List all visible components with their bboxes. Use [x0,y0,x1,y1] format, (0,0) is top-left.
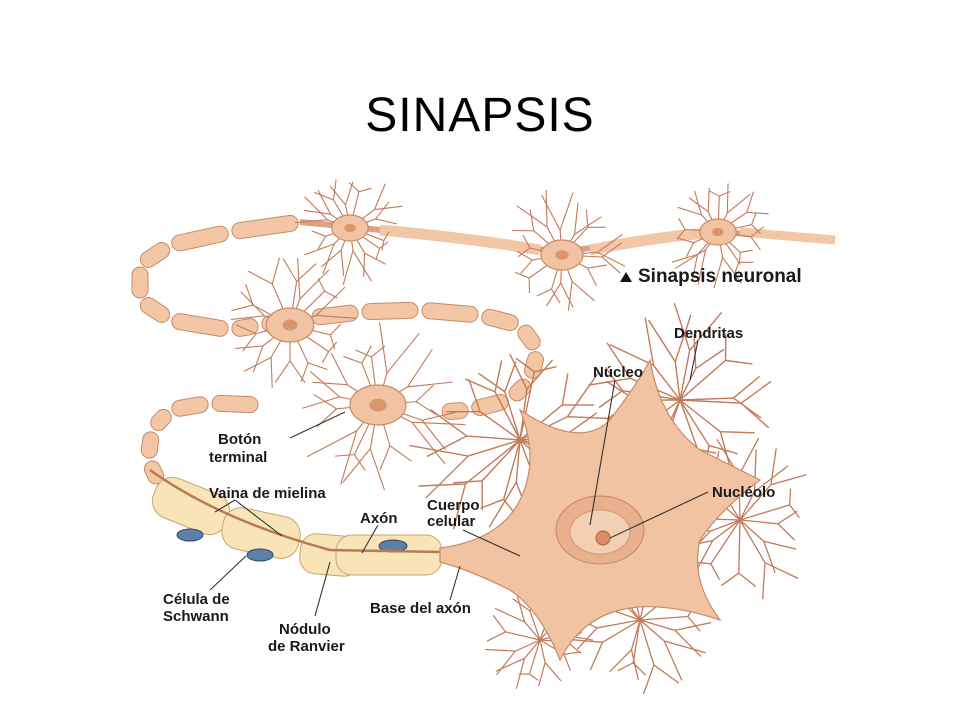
label-sinapsis-neuronal: Sinapsis neuronal [638,266,802,287]
label-cuerpo-1: Cuerpo [427,497,480,514]
myelin-segment [139,297,171,323]
large-neuron [409,302,807,695]
label-axon: Axón [360,510,398,527]
label-boton-2: terminal [209,449,267,466]
label-celula-1: Célula de [163,591,230,608]
myelin-segment [471,393,509,417]
myelin-segment [481,308,519,332]
label-leaders [209,339,709,617]
schwann-cell-nucleus [176,528,204,542]
myelin-segment [517,324,541,351]
myelin-segment [361,301,419,321]
label-nucleo: Núcleo [593,364,643,381]
myelin-segment [211,394,259,414]
myelin-segment [171,313,229,337]
label-cuerpo-2: celular [427,513,476,530]
nucleolus [595,530,611,546]
myelin-sheath [149,468,443,577]
label-nodulo-2: de Ranvier [268,638,345,655]
label-celula-2: Schwann [163,608,229,625]
label-nucleolo: Nucléolo [712,484,775,501]
triangle-marker-icon [620,272,632,282]
myelin-segment [171,396,209,417]
myelin-segment [150,408,172,432]
sinapsis-neuronal-caption: Sinapsis neuronal [620,266,802,287]
myelin-segment [524,351,544,379]
myelin-segment [139,242,171,268]
myelin-segment [421,302,479,323]
small-neurons [230,179,769,491]
label-vaina: Vaina de mielina [209,485,326,502]
myelin-segment [171,225,229,252]
schwann-cell-nucleus [246,548,274,562]
label-base-axon: Base del axón [370,600,471,617]
myelin-segment [231,214,299,240]
myelin-segment [140,431,160,459]
slide-title: SINAPSIS [365,89,595,142]
label-nodulo-1: Nódulo [279,621,331,638]
label-boton-1: Botón [218,431,261,448]
myelin-segment [131,266,149,299]
label-dendritas: Dendritas [674,325,743,342]
myelin-segment [311,304,359,326]
